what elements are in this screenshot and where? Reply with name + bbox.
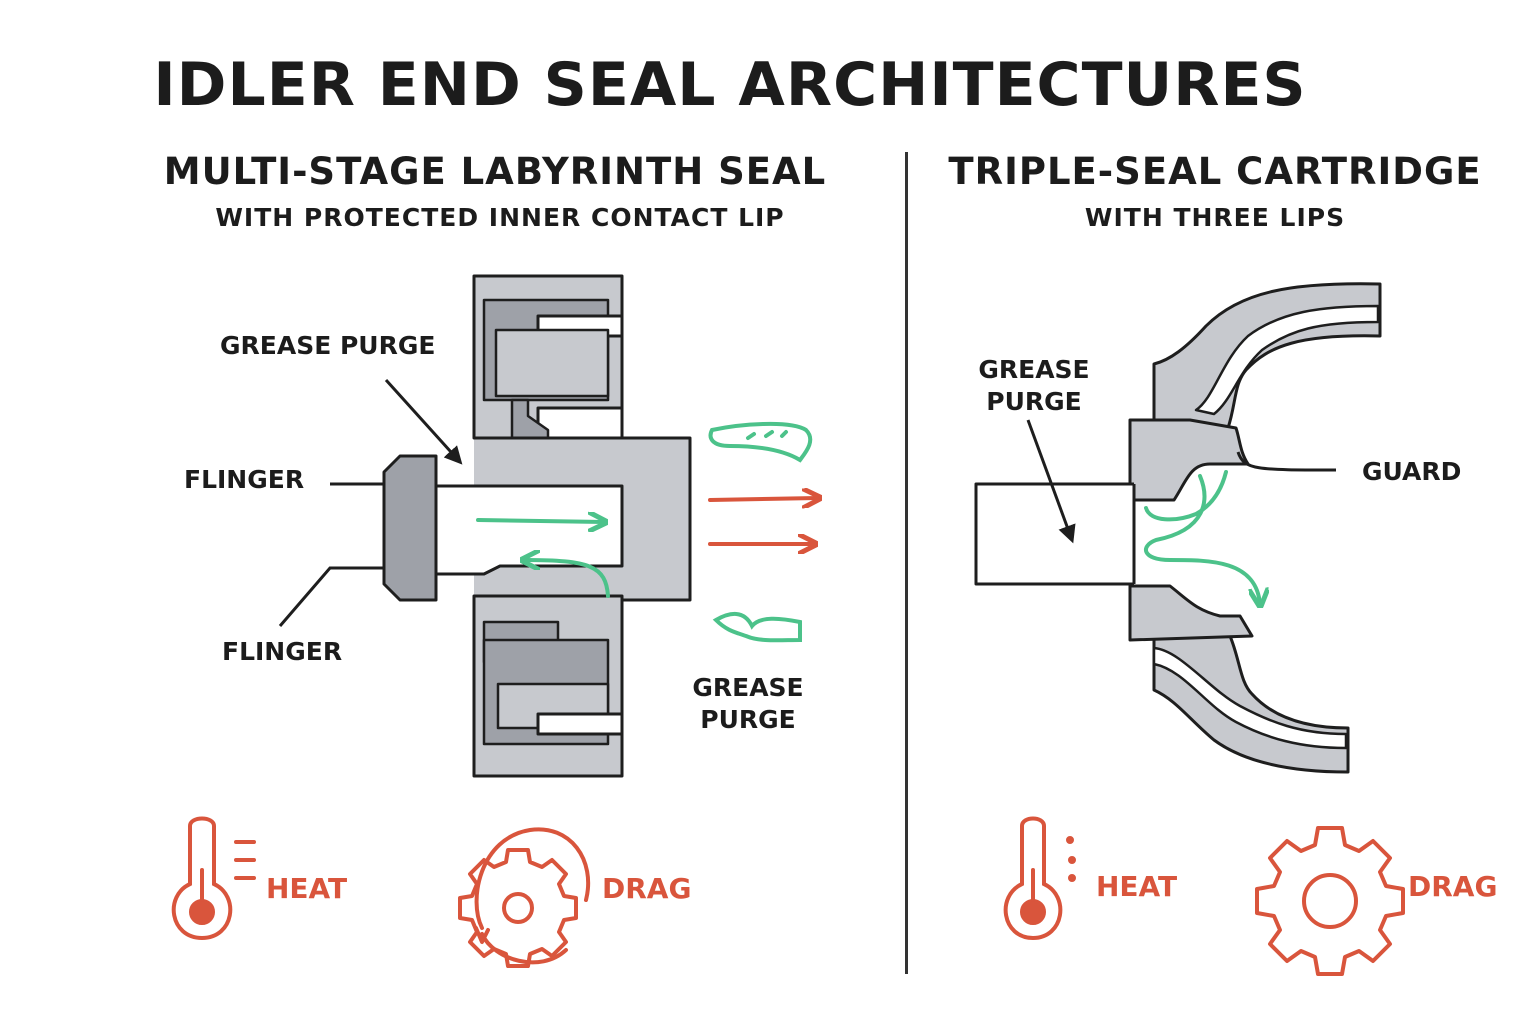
guard-label: GUARD [1362,457,1461,486]
drag-label-left: DRAG [602,872,691,905]
panel-divider [905,152,908,974]
left-leader-lines [278,378,463,627]
left-panel-title: MULTI-STAGE LABYRINTH SEAL [163,150,827,193]
main-title: IDLER END SEAL ARCHITECTURES [153,50,1307,120]
thermometer-icon [171,816,256,941]
grease-purge-label-right-1: GREASE [692,673,803,702]
grease-purge-label-right-panel-2: PURGE [986,387,1081,416]
gear-icon [1255,826,1405,976]
triple-seal-cartridge [974,282,1382,774]
grease-purge-label-right-panel-1: GREASE [978,355,1089,384]
thermometer-icon [1003,816,1076,941]
grease-purge-label-top: GREASE PURGE [220,331,435,360]
heat-label-left: HEAT [266,872,347,905]
grease-flow-arrows [476,421,813,643]
heat-label-right: HEAT [1096,870,1177,903]
flinger-label-bottom: FLINGER [222,637,342,666]
drag-label-right: DRAG [1408,870,1497,903]
left-panel-subtitle: WITH PROTECTED INNER CONTACT LIP [215,203,785,232]
right-panel-subtitle: WITH THREE LIPS [1084,203,1346,232]
flinger-label-top: FLINGER [184,465,304,494]
right-leader-lines [1026,419,1337,544]
grease-flow-arrows-right [1144,470,1260,604]
contaminant-arrows [708,498,818,544]
right-panel-title: TRIPLE-SEAL CARTRIDGE [948,150,1482,193]
gear-icon [458,827,591,968]
grease-purge-label-right-2: PURGE [700,705,795,734]
